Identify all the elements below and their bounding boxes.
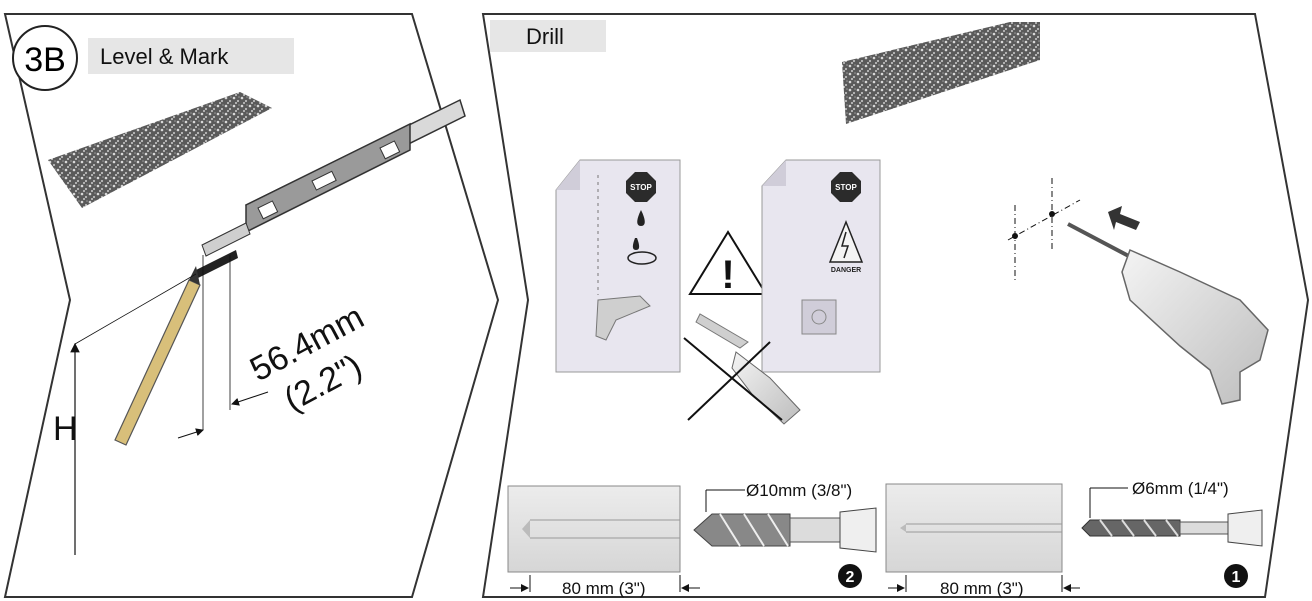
depth-block-small [885, 483, 1063, 573]
warning-glyph: ! [721, 253, 734, 297]
water-drip-icon [632, 238, 640, 250]
left-panel: 3B Level & Mark H [3, 13, 500, 598]
right-panel-title: Drill [526, 24, 564, 49]
height-dimension: H [53, 273, 197, 555]
danger-label: DANGER [831, 267, 861, 274]
spirit-level [196, 98, 466, 278]
bit-large-diameter: Ø10mm (3/8") [746, 481, 852, 500]
danger-high-voltage-icon: DANGER [828, 219, 864, 274]
step-1-number: 1 [1232, 569, 1241, 586]
stop-sign-water: STOP [626, 172, 656, 202]
step-badge-label: 3B [24, 41, 66, 79]
step-2-marker [838, 564, 862, 588]
left-panel-title: Level & Mark [100, 44, 229, 69]
height-label: H [53, 410, 78, 448]
step-badge: 3B [12, 25, 78, 91]
drilling-illustration [1007, 178, 1269, 405]
drill-bit-large [693, 507, 877, 553]
ceiling-texture [48, 92, 272, 208]
step-2-number: 2 [846, 569, 855, 586]
bit-small-depth: 80 mm (3") [940, 579, 1024, 598]
water-splash-icon [627, 251, 657, 265]
stop-sign-electrical: STOP [831, 172, 861, 202]
depth-block-large [507, 485, 681, 573]
step-1-marker [1224, 564, 1248, 588]
wall-panel-water: STOP [555, 159, 681, 373]
bit-small-section: 80 mm (3") Ø6mm (1/4") 1 [885, 479, 1263, 598]
ceiling-texture-right [842, 22, 1040, 124]
water-drop-icon [637, 210, 645, 226]
pencil [114, 266, 201, 446]
right-header-bg [490, 20, 606, 52]
right-panel: Drill STOP ! ST [481, 13, 1310, 598]
wall-panel-electrical: STOP DANGER [761, 159, 881, 373]
right-panel-frame [481, 13, 1310, 598]
faucet-icon [595, 295, 651, 341]
crossed-out-drill [683, 313, 801, 425]
stop-sign-water-text: STOP [630, 183, 652, 192]
outlet-icon [801, 299, 837, 335]
drill-bit-small [1081, 509, 1263, 547]
bit-large-depth: 80 mm (3") [562, 579, 646, 598]
stop-sign-electrical-text: STOP [835, 183, 857, 192]
bit-large-section: 80 mm (3") Ø10mm (3/8") 2 [507, 481, 877, 598]
bit-small-diameter: Ø6mm (1/4") [1132, 479, 1229, 498]
left-header-bg [88, 38, 294, 74]
warning-triangle: ! [688, 230, 768, 297]
direction-arrow-icon [1108, 206, 1140, 230]
